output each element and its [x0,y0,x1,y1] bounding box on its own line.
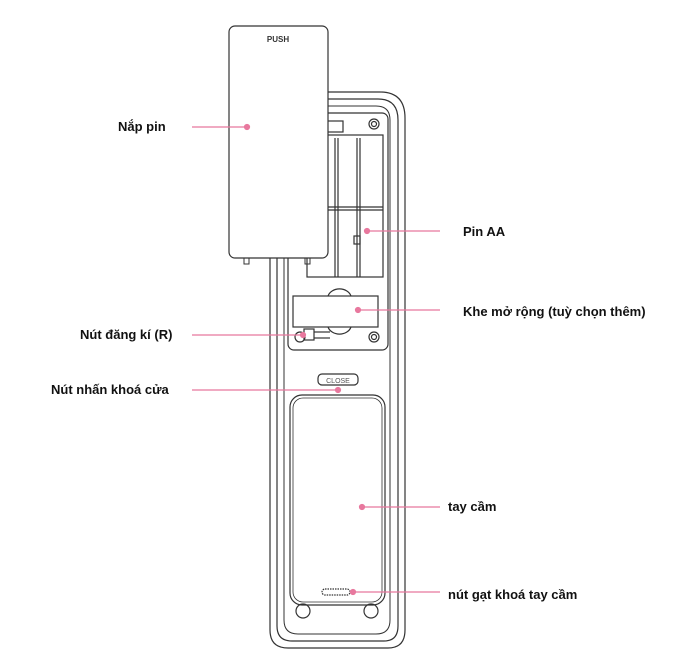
label-handle: tay cầm [448,499,497,514]
close-text: CLOSE [326,378,350,385]
handle-lock-lever [321,588,351,596]
close-button [317,373,359,386]
label-aa-battery: Pin AA [463,224,506,239]
label-register-button: Nút đăng kí (R) [80,327,173,342]
push-text: PUSH [267,35,289,44]
label-expansion-slot: Khe mở rộng (tuỳ chọn thêm) [463,304,646,319]
battery-cover: PUSH [228,25,329,265]
handle [289,394,386,606]
label-lock-button: Nút nhấn khoá cửa [51,382,169,397]
expansion-slot [292,295,379,328]
label-handle-lock-lever: nút gạt khoá tay cầm [448,587,578,602]
label-battery-cover: Nắp pin [118,119,166,134]
